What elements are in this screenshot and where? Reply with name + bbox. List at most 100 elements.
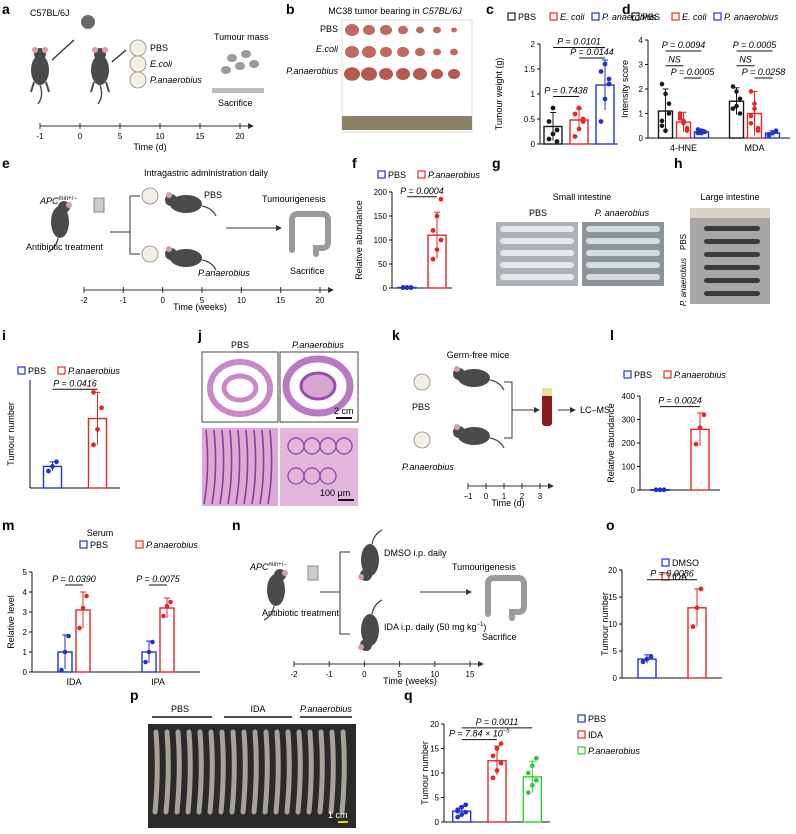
- tumour: [379, 68, 393, 80]
- legend-label: PBS: [634, 370, 652, 380]
- significance-text: P = 0.0094: [662, 40, 705, 50]
- legend-swatch: [17, 366, 26, 375]
- panel-label: e: [2, 155, 10, 171]
- tumour: [380, 24, 392, 36]
- treatment-label: Antibiotic treatment: [262, 608, 340, 618]
- panel-label: p: [130, 687, 139, 703]
- axis-tick-label: 0: [362, 670, 367, 679]
- colon-strip: [207, 729, 215, 815]
- colon-strip: [240, 729, 248, 815]
- colon-strip: [306, 729, 314, 815]
- colon-strip: [339, 729, 347, 815]
- data-point: [661, 487, 667, 493]
- legend-swatch: [57, 366, 66, 375]
- crypt: [267, 429, 273, 505]
- data-point: [681, 121, 686, 126]
- panel-label: o: [606, 517, 615, 533]
- legend-label: P.anaerobius: [68, 366, 120, 376]
- significance-label: NS: [739, 55, 752, 65]
- data-point: [572, 111, 578, 117]
- row-label: P.anaerobius: [286, 66, 338, 76]
- legend-swatch: [377, 170, 386, 179]
- data-point: [554, 139, 560, 144]
- arm-label: P.anaerobius: [198, 268, 250, 278]
- tumour: [431, 68, 443, 80]
- data-point: [434, 247, 440, 253]
- significance-label: P = 0.0086: [650, 569, 693, 579]
- axis-label: Time (d): [491, 498, 524, 508]
- legend-swatch: [417, 170, 426, 179]
- y-tick-label: 0.5: [524, 115, 536, 124]
- data-point: [659, 81, 665, 87]
- panel-label: k: [392, 327, 400, 343]
- data-point: [659, 123, 665, 129]
- data-point: [598, 119, 604, 124]
- axis-tick-label: 0: [160, 296, 165, 305]
- legend-swatch: [713, 12, 722, 21]
- data-point: [50, 464, 55, 469]
- axis-label: Time (d): [133, 142, 166, 152]
- data-point: [699, 130, 704, 136]
- swiss-roll-tissue: [207, 359, 273, 417]
- data-point: [576, 105, 582, 111]
- intestine-strip: [704, 265, 760, 270]
- data-point: [659, 118, 665, 124]
- mouse-icon: [452, 365, 505, 391]
- assay-label: LC–MS: [580, 405, 610, 415]
- crypt: [243, 429, 249, 505]
- y-tick-label: 20: [430, 720, 439, 729]
- axis-tick-label: 15: [196, 132, 205, 141]
- significance-text: P = 0.7438: [544, 86, 587, 96]
- data-point: [438, 196, 444, 202]
- tumour: [448, 68, 460, 80]
- arm-label: IDA i.p. daily (50 mg kg−1): [384, 622, 486, 632]
- crypt: [235, 429, 241, 505]
- y-axis-label: Tumour weight (g): [494, 58, 504, 131]
- significance-text: P = 0.0005: [733, 40, 777, 50]
- panel-label: m: [2, 517, 14, 533]
- data-point: [695, 130, 701, 136]
- arm-label: PBS: [412, 402, 430, 412]
- axis-tick-label: 5: [200, 296, 205, 305]
- y-axis-label: Tumour number: [6, 402, 16, 466]
- y-tick-label: 50: [378, 260, 387, 269]
- x-tick-label: IDA: [66, 677, 81, 687]
- strain-label: C57BL/6J: [30, 8, 70, 18]
- data-point: [161, 613, 166, 619]
- y-tick-label: 1: [531, 90, 536, 99]
- outcome-label: Tumourigenesis: [262, 194, 326, 204]
- x-tick-label: MDA: [745, 143, 765, 153]
- panel-label: n: [232, 517, 241, 533]
- colon-strip: [284, 729, 292, 815]
- y-tick-label: 5: [613, 647, 618, 656]
- data-point: [434, 213, 440, 219]
- colon-strip: [163, 729, 171, 815]
- y-tick-label: 2: [531, 40, 536, 49]
- y-tick-label: 5: [435, 794, 440, 803]
- tumour-cell-cluster-icon: [81, 15, 95, 29]
- y-tick-label: 0: [435, 818, 440, 827]
- intestine-strip: [704, 239, 760, 244]
- data-point: [455, 814, 461, 820]
- significance-text: P = 0.0004: [400, 186, 443, 196]
- axis-tick-label: 0: [78, 132, 83, 141]
- panel-label: j: [197, 327, 202, 343]
- significance-label: P = 0.0011: [476, 717, 519, 727]
- data-point: [694, 605, 700, 611]
- legend-swatch: [591, 12, 600, 21]
- legend-swatch: [663, 370, 672, 379]
- legend-swatch: [631, 12, 640, 21]
- photo-label: PBS: [679, 234, 688, 250]
- legend-label: E. coli: [560, 12, 586, 22]
- y-tick-label: 100: [374, 236, 388, 245]
- colon-strip: [218, 729, 226, 815]
- data-point: [730, 106, 736, 111]
- data-point: [770, 130, 775, 136]
- group-label: PBS: [150, 43, 168, 53]
- legend-swatch: [577, 730, 586, 739]
- dish-icon: [413, 431, 431, 449]
- dish-icon: [129, 71, 147, 89]
